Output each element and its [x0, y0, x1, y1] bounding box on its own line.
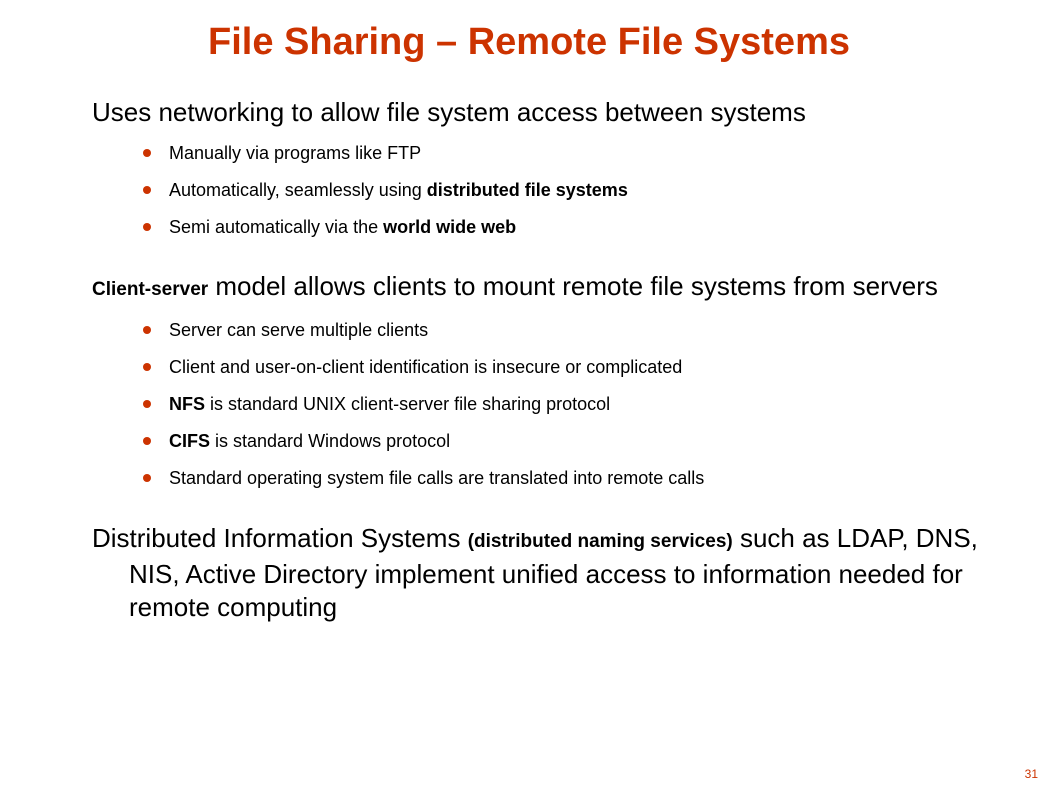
bullet-item: Automatically, seamlessly using distribu… [143, 180, 992, 200]
bullet-bold-term: NFS [169, 394, 205, 414]
bullet-text: Server can serve multiple clients [169, 320, 429, 340]
bullet-dot-icon [143, 363, 151, 371]
paragraph-text: model allows clients to mount remote fil… [208, 271, 938, 301]
bullet-dot-icon [143, 437, 151, 445]
paragraph-text: Distributed Information Systems [92, 523, 468, 553]
bullet-item: Manually via programs like FTP [143, 143, 992, 163]
bullet-bold-term: world wide web [383, 217, 517, 237]
bullet-item: Client and user-on-client identification… [143, 357, 992, 377]
bullet-dot-icon [143, 400, 151, 408]
bullet-bold-term: CIFS [169, 431, 211, 451]
paragraph-client-server: Client-server model allows clients to mo… [92, 270, 992, 306]
bullet-dot-icon [143, 474, 151, 482]
paragraph-distributed-info: Distributed Information Systems (distrib… [92, 522, 992, 624]
paragraph-networking: Uses networking to allow file system acc… [92, 97, 806, 127]
section-distributed-info: Distributed Information Systems (distrib… [92, 522, 992, 624]
bullet-text: Manually via programs like FTP [169, 143, 422, 163]
bullet-item: NFS is standard UNIX client-server file … [143, 394, 992, 414]
bullet-dot-icon [143, 186, 151, 194]
paragraph-text: such as LDAP, DNS, NIS, Active Directory… [129, 523, 978, 622]
page-number: 31 [1024, 767, 1038, 781]
bullet-item: Semi automatically via the world wide we… [143, 217, 992, 237]
bullet-text: Client and user-on-client identification… [169, 357, 683, 377]
section-client-server: Client-server model allows clients to mo… [92, 270, 992, 488]
bullet-dot-icon [143, 149, 151, 157]
bullet-dot-icon [143, 223, 151, 231]
bullet-text: Automatically, seamlessly using [169, 180, 427, 200]
bullet-list-client-server: Server can serve multiple clients Client… [92, 320, 992, 488]
bullet-text: is standard Windows protocol [210, 431, 451, 451]
bold-lead-term: Client-server [92, 279, 209, 300]
bullet-list-networking: Manually via programs like FTP Automatic… [92, 143, 992, 237]
bullet-item: Server can serve multiple clients [143, 320, 992, 340]
bullet-text: Standard operating system file calls are… [169, 468, 705, 488]
bullet-bold-term: distributed file systems [426, 180, 628, 200]
bullet-item: CIFS is standard Windows protocol [143, 431, 992, 451]
section-networking: Uses networking to allow file system acc… [92, 96, 992, 237]
bullet-text: Semi automatically via the [169, 217, 384, 237]
slide-content: Uses networking to allow file system acc… [92, 96, 992, 624]
bullet-item: Standard operating system file calls are… [143, 468, 992, 488]
slide-title: File Sharing – Remote File Systems [208, 21, 850, 63]
bullet-text: is standard UNIX client-server file shar… [205, 394, 611, 414]
bullet-dot-icon [143, 326, 151, 334]
bold-paren-term: (distributed naming services) [467, 531, 733, 552]
